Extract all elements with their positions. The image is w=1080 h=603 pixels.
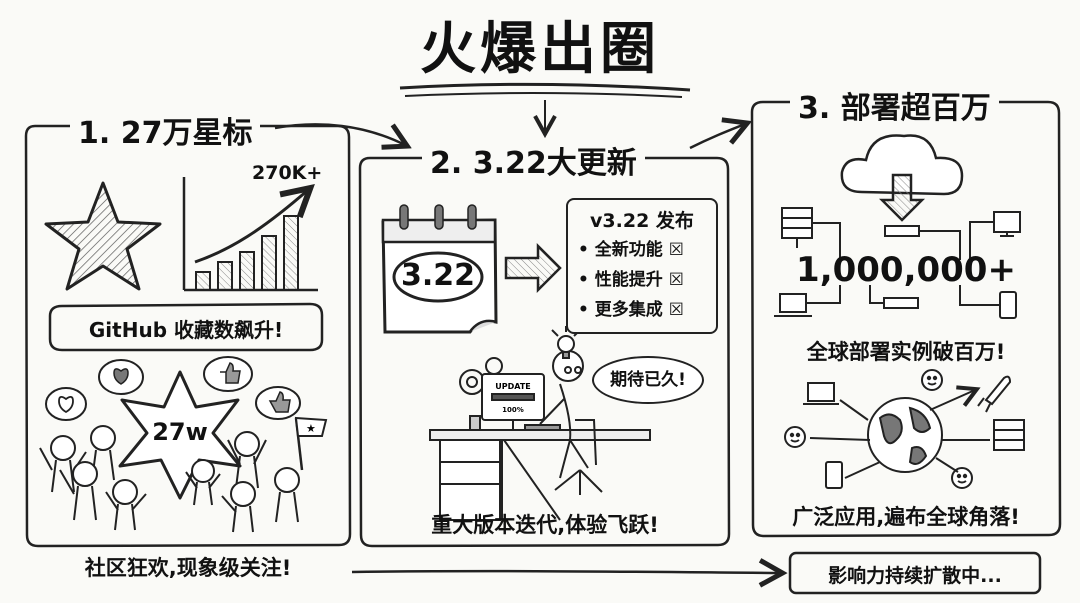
arrow-to-footer <box>351 571 780 573</box>
panel2-caption: 重大版本迭代,体验飞跃! <box>431 513 659 537</box>
feature-checklist: • 全新功能 ☒ • 性能提升 ☒ • 更多集成 ☒ <box>578 235 716 325</box>
title-underline <box>399 82 691 98</box>
computer-desk-scene <box>429 326 651 521</box>
thumbs-up-bubble-icon <box>203 356 253 392</box>
growth-chart <box>182 177 318 292</box>
arrow-panel2-to-panel3 <box>689 124 745 150</box>
cloud-icon <box>840 134 964 196</box>
global-network <box>784 370 1025 489</box>
arrow-panel1-to-panel2 <box>274 123 405 145</box>
panel3-heading: 3. 部署超百万 <box>790 83 999 127</box>
release-title: v3.22 发布 <box>590 210 694 232</box>
panel3-frame <box>750 100 1062 538</box>
star-badge-label: 27w <box>152 418 208 446</box>
checked-box-icon: ☒ <box>668 270 684 290</box>
feature-item: • 全新功能 ☒ <box>578 240 684 260</box>
cheering-crowd <box>39 425 300 533</box>
heart-bubble-icon <box>98 359 144 395</box>
feature-item: • 性能提升 ☒ <box>578 270 684 290</box>
feature-label: 性能提升 <box>594 270 663 290</box>
speech-bubble: 期待已久! <box>592 356 704 404</box>
feature-item: • 更多集成 ☒ <box>578 300 684 320</box>
calendar-icon <box>381 204 498 334</box>
svg-text:★: ★ <box>306 422 316 435</box>
heart-bubble-icon <box>45 387 87 421</box>
panel1-frame <box>24 124 352 548</box>
panel3-caption-bottom: 广泛应用,遍布全球角落! <box>792 505 1020 529</box>
checked-box-icon: ☒ <box>668 300 684 320</box>
update-screen-title: UPDATE <box>495 382 531 391</box>
footer-label: 影响力持续扩散中... <box>828 565 1002 587</box>
panel1-heading: 1. 27万星标 <box>70 108 261 152</box>
footer-frame <box>788 551 1042 595</box>
network-devices <box>774 207 1021 319</box>
flag-icon: ★ <box>294 416 328 471</box>
github-label: GitHub 收藏数飙升! <box>88 318 284 342</box>
feature-label: 更多集成 <box>594 300 663 320</box>
panel2-heading: 2. 3.22大更新 <box>422 138 645 182</box>
page-title: 火爆出圈 <box>420 17 660 82</box>
arrow-right-icon <box>504 242 562 294</box>
checked-box-icon: ☒ <box>668 240 684 260</box>
github-label-frame <box>48 302 324 352</box>
chart-peak-label: 270K+ <box>252 162 323 184</box>
deployment-count: 1,000,000+ <box>796 250 1016 290</box>
download-arrow-icon <box>878 173 926 222</box>
update-screen-percent: 100% <box>502 406 524 414</box>
panel1-caption: 社区狂欢,现象级关注! <box>84 556 292 580</box>
panel3-caption-top: 全球部署实例破百万! <box>806 340 1006 364</box>
panel2-frame <box>358 156 731 548</box>
big-star-badge <box>118 370 242 500</box>
star-icon <box>44 181 162 291</box>
thumbs-up-bubble-icon <box>255 386 301 420</box>
calendar-date-label: 3.22 <box>400 258 476 293</box>
release-notes-card: v3.22 发布 • 全新功能 ☒ • 性能提升 ☒ • 更多集成 ☒ <box>566 198 718 334</box>
feature-label: 全新功能 <box>594 240 663 260</box>
